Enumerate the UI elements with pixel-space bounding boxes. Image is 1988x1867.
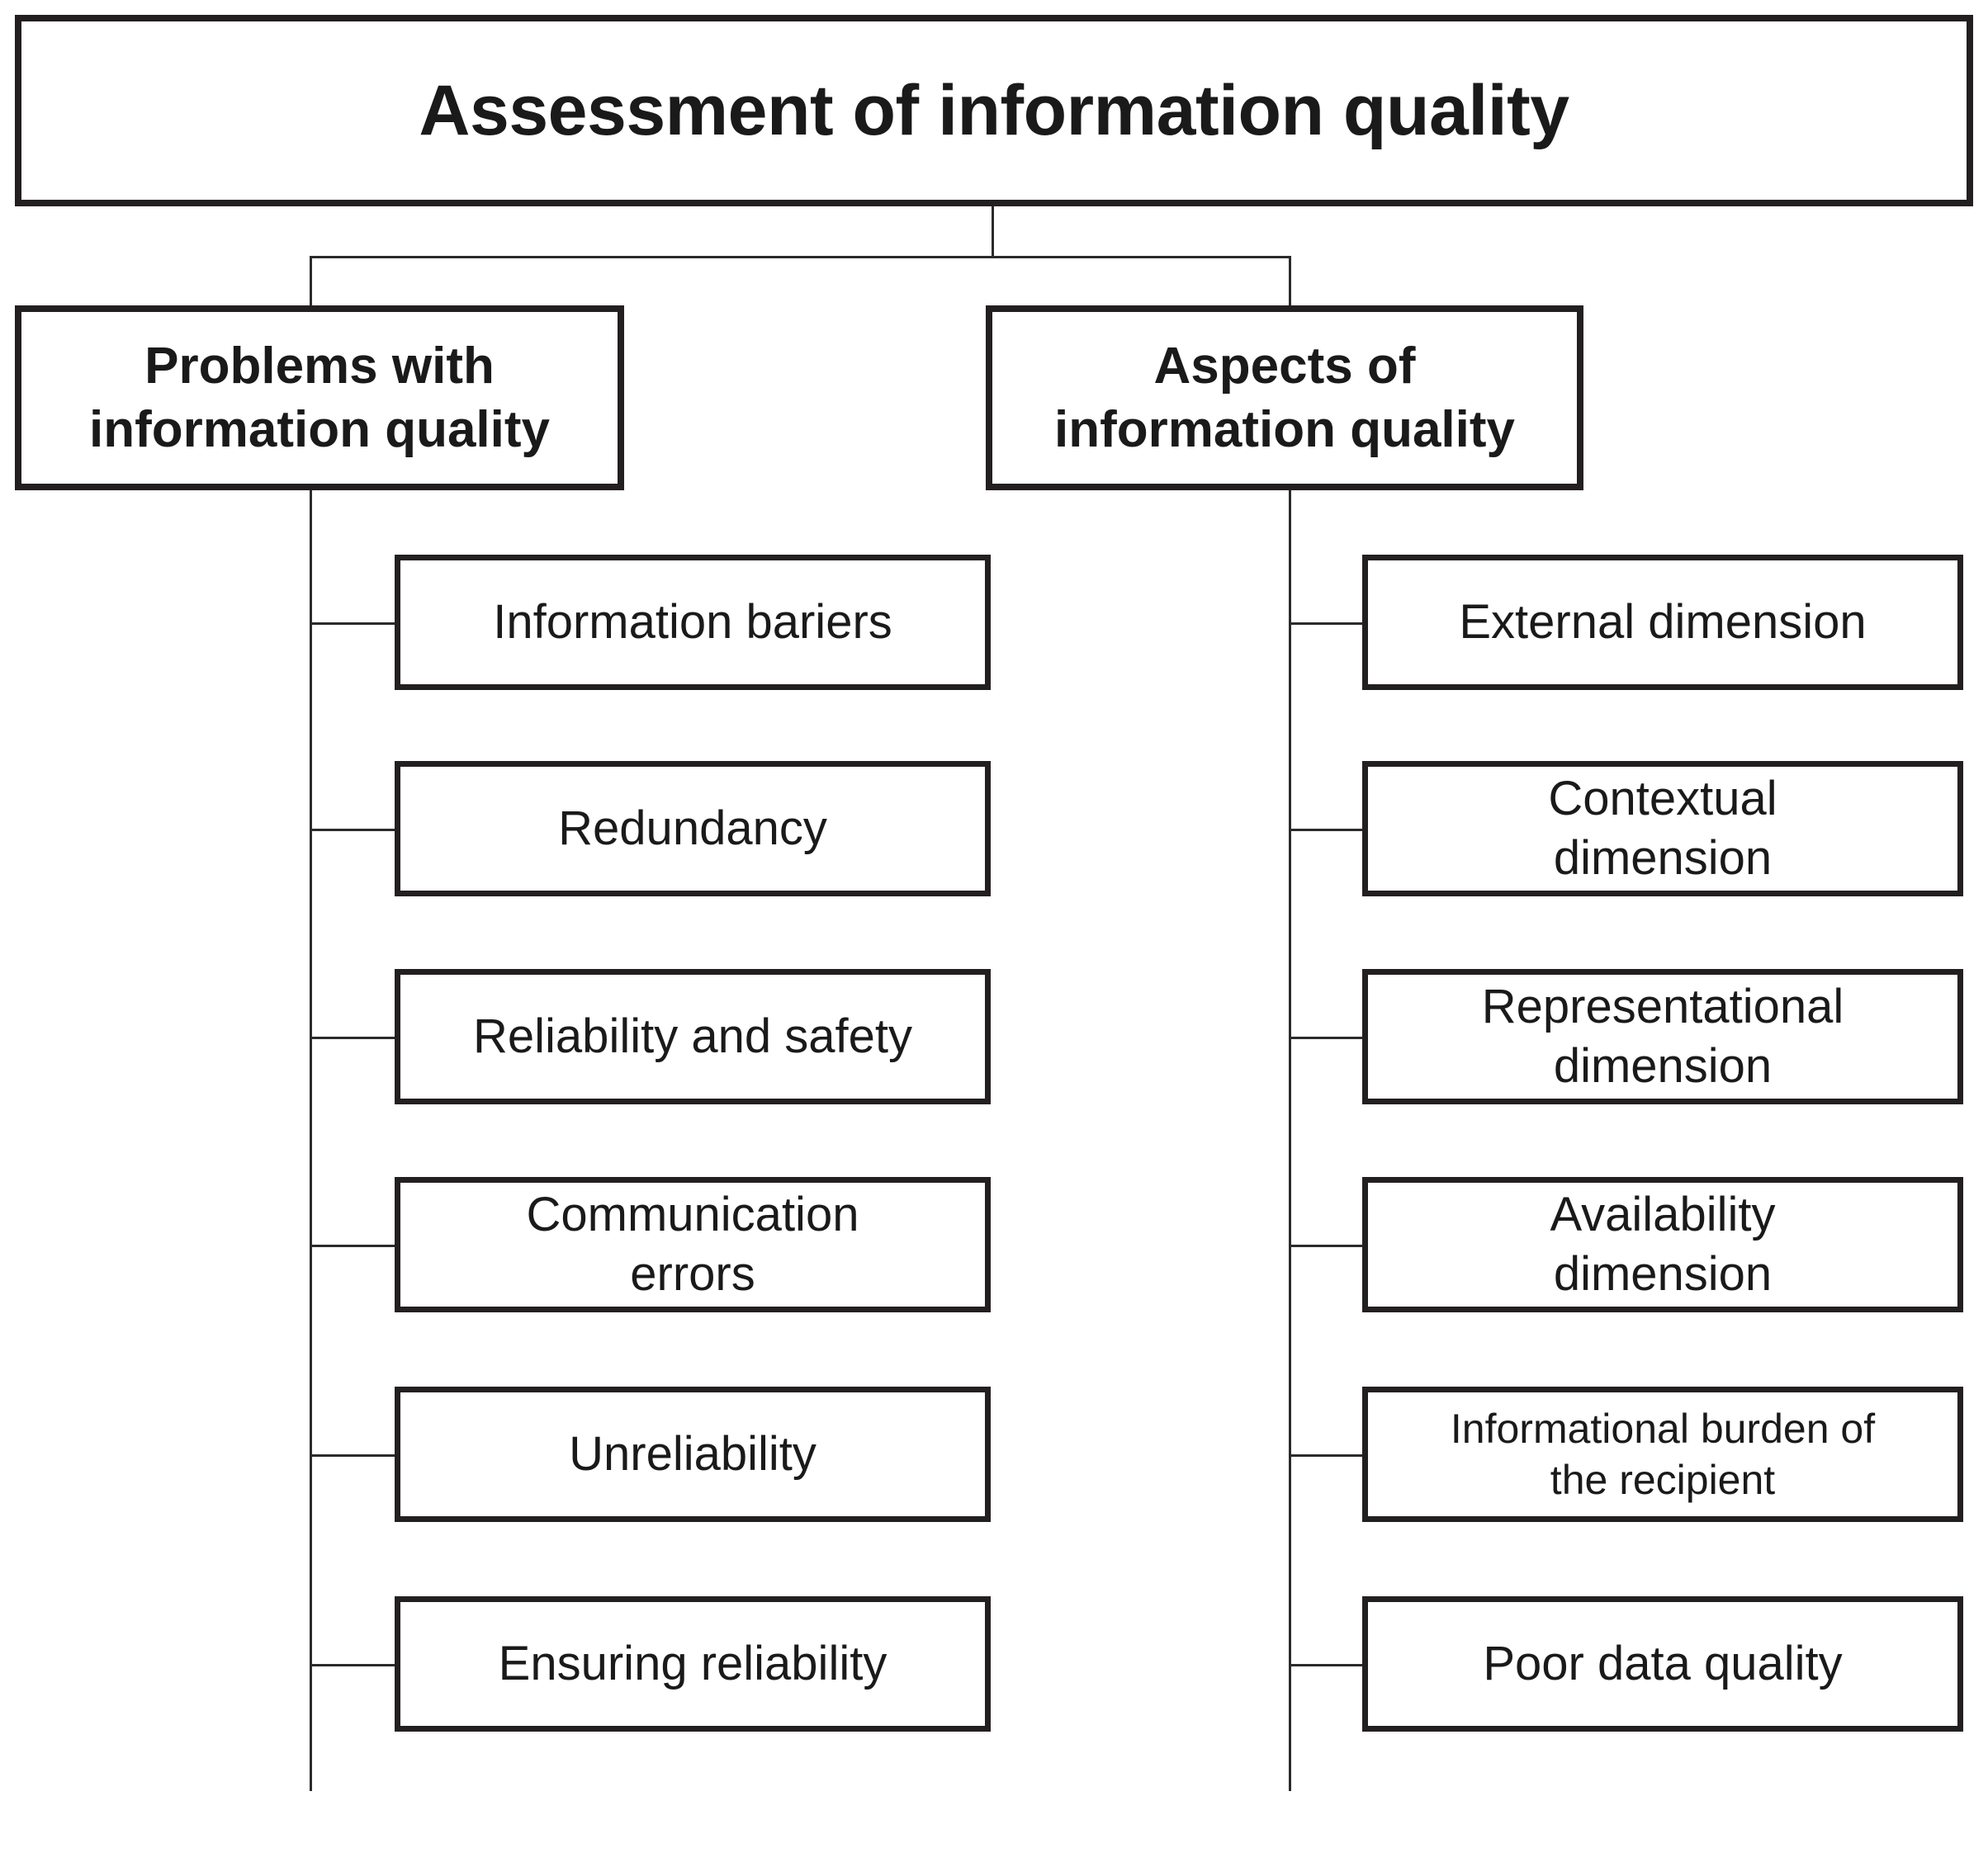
leaf-node-problems-2[interactable]: Redundancy: [395, 761, 991, 896]
leaf-node-aspects-2-label: Contextual dimension: [1548, 772, 1777, 885]
connector-right-stub-5: [1289, 1454, 1365, 1457]
connector-left-spine: [310, 490, 312, 1791]
root-node[interactable]: Assessment of information quality: [15, 15, 1973, 206]
leaf-node-problems-5[interactable]: Unreliability: [395, 1387, 991, 1522]
leaf-node-problems-2-label: Redundancy: [558, 801, 827, 856]
leaf-node-aspects-3-label: Representational dimension: [1481, 980, 1844, 1093]
leaf-node-problems-5-label: Unreliability: [569, 1427, 816, 1482]
leaf-node-aspects-1[interactable]: External dimension: [1362, 555, 1963, 690]
leaf-node-aspects-2[interactable]: Contextual dimension: [1362, 761, 1963, 896]
connector-root-stem: [992, 206, 994, 258]
connector-right-stub-1: [1289, 622, 1365, 625]
leaf-node-aspects-1-label: External dimension: [1459, 595, 1867, 650]
root-node-label: Assessment of information quality: [419, 70, 1569, 150]
connector-left-stub-2: [310, 829, 397, 831]
branch-node-problems[interactable]: Problems with information quality: [15, 305, 624, 490]
branch-node-aspects-label: Aspects of information quality: [1054, 337, 1515, 459]
leaf-node-problems-1-label: Information bariers: [493, 595, 892, 650]
leaf-node-problems-6-label: Ensuring reliability: [498, 1637, 888, 1691]
leaf-node-aspects-4-label: Availability dimension: [1550, 1188, 1776, 1301]
connector-left-stub-3: [310, 1037, 397, 1039]
leaf-node-problems-6[interactable]: Ensuring reliability: [395, 1596, 991, 1732]
leaf-node-aspects-4[interactable]: Availability dimension: [1362, 1177, 1963, 1312]
connector-left-stub-5: [310, 1454, 397, 1457]
connector-root-bus: [310, 256, 1291, 258]
leaf-node-aspects-6[interactable]: Poor data quality: [1362, 1596, 1963, 1732]
connector-to-left-branch: [310, 256, 312, 309]
leaf-node-aspects-5[interactable]: Informational burden of the recipient: [1362, 1387, 1963, 1522]
connector-left-stub-6: [310, 1664, 397, 1666]
connector-right-spine: [1289, 490, 1291, 1791]
leaf-node-problems-1[interactable]: Information bariers: [395, 555, 991, 690]
branch-node-problems-label: Problems with information quality: [89, 337, 550, 459]
connector-left-stub-1: [310, 622, 397, 625]
leaf-node-problems-4-label: Communication errors: [526, 1188, 859, 1301]
branch-node-aspects[interactable]: Aspects of information quality: [986, 305, 1583, 490]
leaf-node-problems-4[interactable]: Communication errors: [395, 1177, 991, 1312]
leaf-node-aspects-5-label: Informational burden of the recipient: [1450, 1406, 1876, 1503]
connector-left-stub-4: [310, 1245, 397, 1247]
leaf-node-problems-3[interactable]: Reliability and safety: [395, 969, 991, 1104]
leaf-node-aspects-3[interactable]: Representational dimension: [1362, 969, 1963, 1104]
connector-right-stub-4: [1289, 1245, 1365, 1247]
connector-right-stub-3: [1289, 1037, 1365, 1039]
leaf-node-problems-3-label: Reliability and safety: [473, 1009, 912, 1064]
connector-right-stub-2: [1289, 829, 1365, 831]
leaf-node-aspects-6-label: Poor data quality: [1483, 1637, 1843, 1691]
connector-to-right-branch: [1289, 256, 1291, 309]
connector-right-stub-6: [1289, 1664, 1365, 1666]
